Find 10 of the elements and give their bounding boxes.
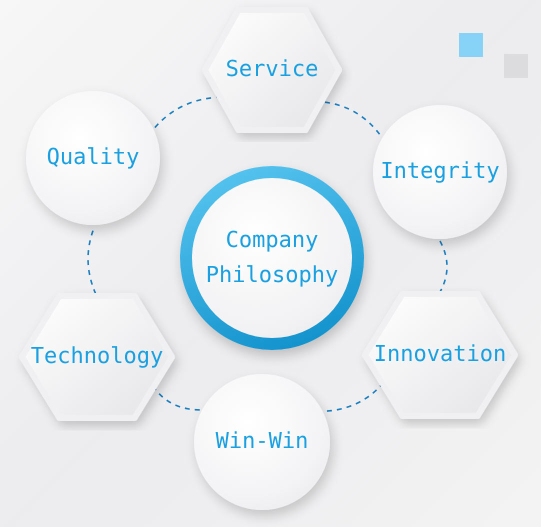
dashed-connector [439, 240, 448, 292]
node-label: Quality [46, 144, 140, 172]
dashed-connector [324, 101, 382, 137]
node-label: Integrity [380, 158, 500, 186]
node-label: Innovation [374, 341, 506, 370]
dashed-connector [154, 96, 216, 128]
node-label: Technology [30, 343, 164, 372]
node-label: Win-Win [216, 428, 308, 456]
node-label: Company Philosophy [204, 226, 340, 290]
node-label: Service [226, 56, 318, 84]
